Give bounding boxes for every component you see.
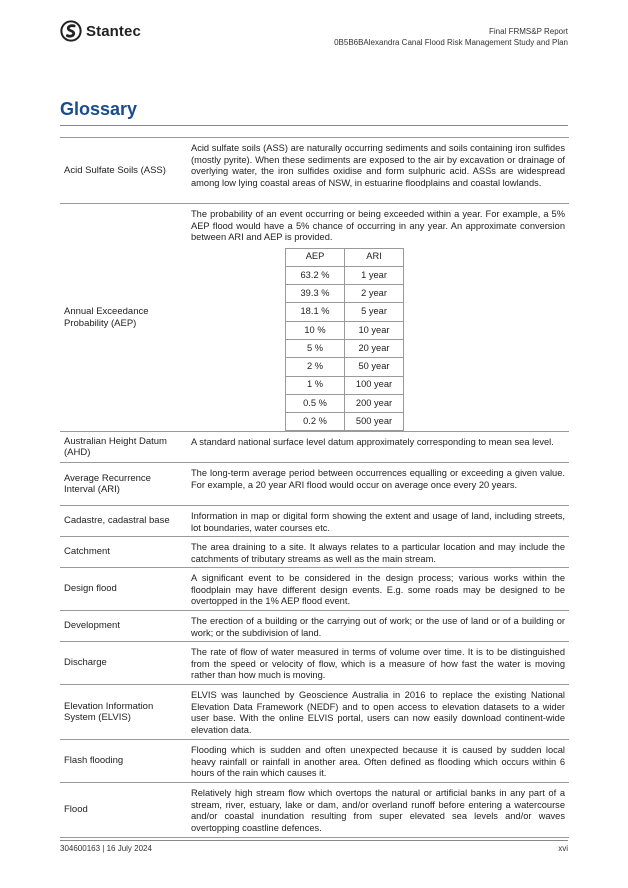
page-number: xvi	[558, 844, 568, 853]
glossary-row: Cadastre, cadastral base Information in …	[60, 506, 569, 537]
glossary-row: Annual Exceedance Probability (AEP) The …	[60, 204, 569, 432]
document-info: Final FRMS&P Report 0B5B6BAlexandra Cana…	[334, 26, 568, 48]
footer-divider	[60, 840, 568, 841]
glossary-term: Average Recurrence Interval (ARI)	[64, 472, 151, 496]
report-title: Final FRMS&P Report	[489, 27, 568, 36]
glossary-row: Discharge The rate of flow of water meas…	[60, 642, 569, 685]
glossary-term: Development	[64, 620, 120, 632]
ari-header: ARI	[344, 247, 404, 267]
table-row: 1 %100 year	[285, 375, 404, 395]
footer-doc-ref: 304600163 | 16 July 2024	[60, 844, 152, 853]
glossary-term: Australian Height Datum (AHD)	[64, 435, 167, 459]
ari-value: 1 year	[344, 265, 404, 286]
glossary-definition: A standard national surface level datum …	[191, 437, 554, 447]
glossary-definition: The area draining to a site. It always r…	[191, 542, 565, 564]
ari-value: 5 year	[344, 302, 404, 322]
table-row: 0.5 %200 year	[285, 393, 404, 414]
aep-value: 5 %	[285, 338, 345, 359]
glossary-term: Cadastre, cadastral base	[64, 515, 170, 527]
glossary-term: Elevation Information System (ELVIS)	[64, 700, 154, 724]
glossary-definition: Relatively high stream flow which overto…	[191, 788, 565, 833]
glossary-row: Elevation Information System (ELVIS) ELV…	[60, 685, 569, 740]
table-row: 2 %50 year	[285, 357, 404, 377]
glossary-definition: The erection of a building or the carryi…	[191, 616, 565, 638]
glossary-definition: The probability of an event occurring or…	[187, 204, 569, 432]
page-title: Glossary	[60, 99, 138, 119]
glossary-term: Design flood	[64, 583, 117, 595]
aep-ari-table: AEP ARI 63.2 %1 year 39.3 %2 year 18.1 %…	[285, 247, 404, 432]
project-name: 0B5B6BAlexandra Canal Flood Risk Managem…	[334, 38, 568, 47]
ari-value: 100 year	[344, 375, 404, 395]
table-row: 0.2 %500 year	[285, 412, 404, 432]
glossary-definition: The rate of flow of water measured in te…	[191, 647, 565, 680]
aep-value: 39.3 %	[285, 284, 345, 304]
aep-value: 10 %	[285, 320, 345, 340]
glossary-row: Development The erection of a building o…	[60, 611, 569, 642]
title-divider	[60, 125, 568, 126]
ari-value: 10 year	[344, 320, 404, 340]
table-row: 63.2 %1 year	[285, 265, 404, 286]
aep-header: AEP	[285, 247, 345, 267]
glossary-row: Average Recurrence Interval (ARI) The lo…	[60, 463, 569, 506]
aep-value: 0.5 %	[285, 393, 345, 414]
glossary-term: Catchment	[64, 546, 110, 558]
aep-table-header-row: AEP ARI	[285, 247, 404, 267]
table-row: 39.3 %2 year	[285, 284, 404, 304]
table-row: 5 %20 year	[285, 338, 404, 359]
aep-value: 18.1 %	[285, 302, 345, 322]
glossary-definition: Flooding which is sudden and often unexp…	[191, 745, 565, 778]
glossary-term: Acid Sulfate Soils (ASS)	[64, 164, 166, 176]
stantec-logo: Stantec	[60, 20, 141, 42]
table-row: 10 %10 year	[285, 320, 404, 340]
ari-value: 500 year	[344, 412, 404, 432]
glossary-table: Acid Sulfate Soils (ASS) Acid sulfate so…	[60, 137, 569, 838]
ari-value: 2 year	[344, 284, 404, 304]
aep-value: 63.2 %	[285, 265, 345, 286]
logo-text: Stantec	[86, 22, 141, 40]
glossary-row: Flood Relatively high stream flow which …	[60, 783, 569, 838]
glossary-definition: The long-term average period between occ…	[191, 468, 565, 490]
ari-value: 50 year	[344, 357, 404, 377]
aep-value: 1 %	[285, 375, 345, 395]
ari-value: 20 year	[344, 338, 404, 359]
glossary-term: Flood	[64, 804, 88, 816]
glossary-row: Design flood A significant event to be c…	[60, 568, 569, 611]
page-header: Stantec Final FRMS&P Report 0B5B6BAlexan…	[60, 18, 568, 58]
glossary-row: Catchment The area draining to a site. I…	[60, 537, 569, 568]
glossary-term: Annual Exceedance Probability (AEP)	[64, 306, 149, 329]
ari-value: 200 year	[344, 393, 404, 414]
glossary-definition: Acid sulfate soils (ASS) are naturally o…	[191, 143, 565, 188]
stantec-logo-icon	[60, 20, 82, 42]
glossary-definition: ELVIS was launched by Geoscience Austral…	[191, 690, 565, 735]
glossary-definition: Information in map or digital form showi…	[191, 511, 565, 533]
glossary-row: Flash flooding Flooding which is sudden …	[60, 740, 569, 783]
glossary-definition: A significant event to be considered in …	[191, 573, 565, 606]
glossary-term: Discharge	[64, 657, 107, 669]
glossary-term: Flash flooding	[64, 755, 124, 767]
glossary-row: Acid Sulfate Soils (ASS) Acid sulfate so…	[60, 138, 569, 204]
aep-value: 0.2 %	[285, 412, 345, 432]
aep-value: 2 %	[285, 357, 345, 377]
glossary-row: Australian Height Datum (AHD) A standard…	[60, 432, 569, 463]
table-row: 18.1 %5 year	[285, 302, 404, 322]
aep-definition-text: The probability of an event occurring or…	[191, 209, 565, 242]
